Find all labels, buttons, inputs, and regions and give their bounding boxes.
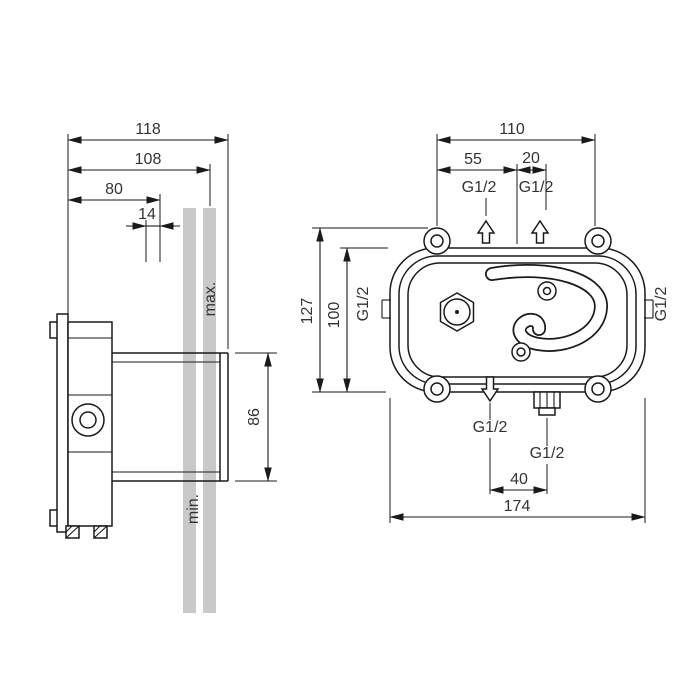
wall-strip-max [203,208,216,613]
threaded-stub [533,391,561,416]
bottom-stubs [65,525,108,539]
flow-arrow-down-icon [480,376,500,403]
flow-arrow-up-icon [530,219,550,244]
housing-inner-contour [398,255,637,385]
dim-118: 118 [67,121,229,144]
dim-40: 40 [489,471,548,494]
dim-110-label: 110 [499,121,525,138]
dim-55-label: 55 [464,151,482,168]
dim-174-label: 174 [504,498,531,515]
dim-127-label: 127 [299,298,316,325]
left-edge-port [381,299,391,319]
dim-20-label: 20 [522,150,540,167]
screw-port [537,281,557,301]
dim-118-label: 118 [135,121,161,138]
port-right-label: G1/2 [653,287,670,322]
dim-80: 80 [67,181,161,204]
dim-100: 100 [326,247,351,393]
front-view: 110 55 20 G1/2 G1/2 127 100 G1/2 G1/2 G1… [299,121,670,523]
max-label: max. [202,282,219,317]
mounting-lug [584,227,612,255]
dim-20: 20 [516,150,547,174]
internal-pipe [485,264,608,352]
front-extension-lines [312,134,646,523]
wall-strips [183,208,216,613]
dim-108: 108 [67,151,211,174]
mounting-lug [423,227,451,255]
dim-127: 127 [299,227,324,393]
dim-100-label: 100 [326,302,343,329]
front-plate [112,352,229,482]
right-edge-port [644,299,654,319]
side-extension-lines [67,134,277,482]
mounting-lug [584,375,612,403]
mounting-lug [423,375,451,403]
dim-14-label: 14 [138,206,156,223]
hex-nut [439,292,475,332]
valve-port-circle [71,403,105,437]
front-view-body [381,219,654,416]
valve-port-hole [79,411,97,429]
dim-108-label: 108 [135,151,162,168]
port-left-label: G1/2 [355,287,372,322]
back-plate [56,313,69,533]
dim-14: 14 [126,206,180,230]
dim-174: 174 [389,498,646,521]
min-label: min. [185,494,202,524]
flow-arrow-up-icon [476,219,496,244]
housing-inner-contour-2 [407,262,628,378]
dim-86-label: 86 [246,408,263,426]
port-top-right-label: G1/2 [519,179,554,196]
side-view: max. min. 118 108 80 [49,121,277,613]
wall-strip-min [183,208,196,613]
port-bottom-label: G1/2 [473,419,508,436]
dim-80-label: 80 [105,181,123,198]
dim-40-label: 40 [510,471,528,488]
dim-55: 55 [436,151,518,174]
dim-110: 110 [436,121,596,144]
port-stub-label: G1/2 [530,445,565,462]
port-top-left-label: G1/2 [462,179,497,196]
dim-86: 86 [246,352,272,482]
side-view-body [49,313,229,539]
screw-port [511,342,531,362]
